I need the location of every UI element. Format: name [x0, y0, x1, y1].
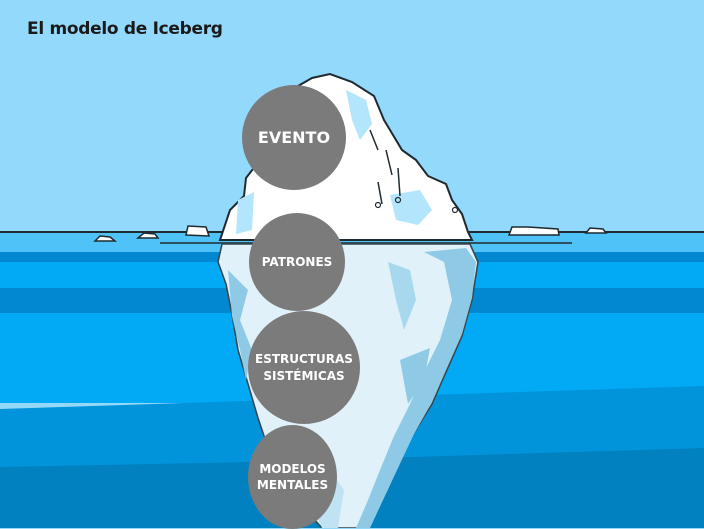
level-evento: EVENTO [242, 85, 346, 190]
level-modelos-mentales: MODELOS MENTALES [248, 425, 337, 529]
level-label: MODELOS [259, 461, 326, 476]
level-label: SISTÉMICAS [263, 368, 345, 383]
level-label: PATRONES [261, 254, 333, 269]
level-estructuras-sistemicas: ESTRUCTURAS SISTÉMICAS [248, 311, 360, 424]
level-label: ESTRUCTURAS [255, 352, 353, 367]
page-title: El modelo de Iceberg [27, 19, 223, 39]
level-patrones: PATRONES [249, 213, 345, 311]
level-label: MENTALES [256, 478, 329, 492]
level-label: EVENTO [257, 127, 331, 147]
